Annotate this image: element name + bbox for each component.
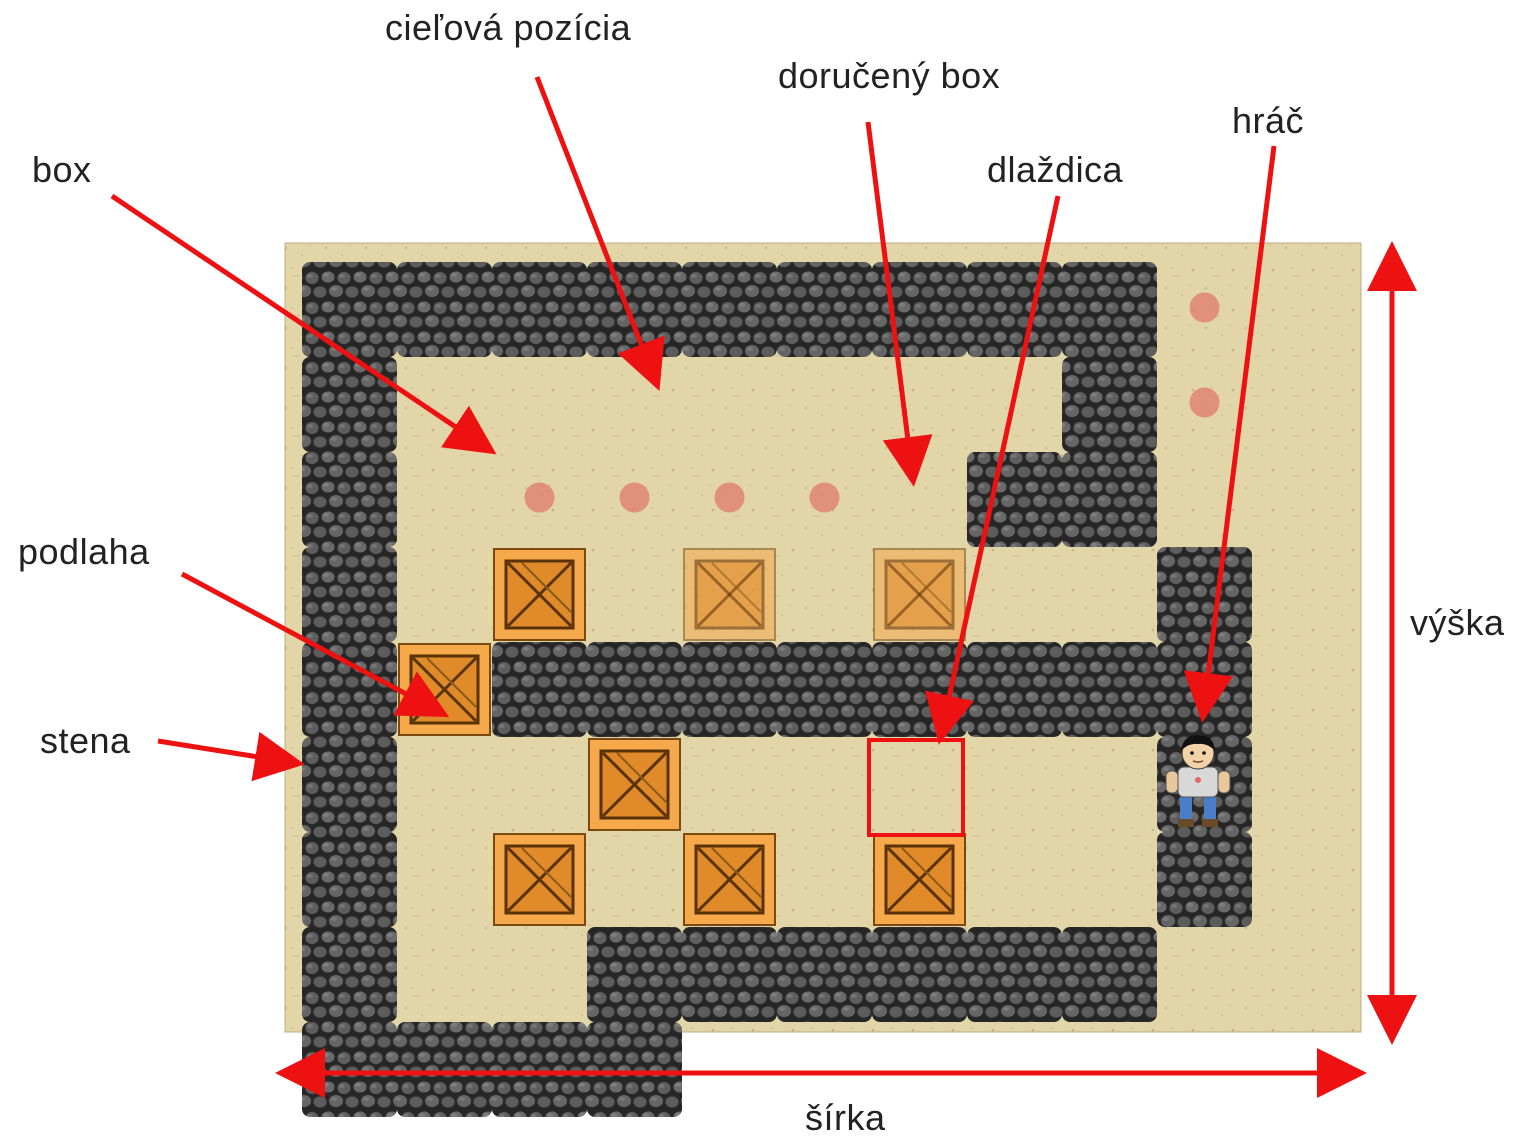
wall-tile [587, 927, 682, 1022]
label-wall: stena [40, 723, 131, 759]
wall-tile [302, 1022, 397, 1117]
target-dot [715, 483, 745, 513]
wall-tile [302, 927, 397, 1022]
target-dot [1190, 293, 1220, 323]
label-box: box [32, 152, 92, 188]
wall-tile [302, 642, 397, 737]
wall-tile [682, 642, 777, 737]
wall-tile [777, 642, 872, 737]
box [494, 834, 585, 925]
wall-tile [302, 357, 397, 452]
wall-tile [397, 262, 492, 357]
label-height: výška [1410, 605, 1505, 641]
wall-tile [682, 927, 777, 1022]
target-dot [810, 483, 840, 513]
wall-tile [872, 927, 967, 1022]
wall-tile [1062, 927, 1157, 1022]
wall-tile [302, 547, 397, 642]
wall-tile [302, 452, 397, 547]
wall-tile [492, 642, 587, 737]
wall-tile [1157, 832, 1252, 927]
wall-tile [1062, 642, 1157, 737]
label-floor: podlaha [18, 534, 150, 570]
wall-tile [587, 262, 682, 357]
label-width: šírka [805, 1100, 886, 1136]
wall-tile [492, 262, 587, 357]
label-tile: dlaždica [987, 152, 1123, 188]
wall-tile [302, 262, 397, 357]
target-dot [1190, 388, 1220, 418]
wall-tile [1062, 452, 1157, 547]
wall-tile [682, 262, 777, 357]
box [684, 834, 775, 925]
label-target: cieľová pozícia [385, 10, 631, 46]
wall-tile [587, 1022, 682, 1117]
wall-tile [302, 832, 397, 927]
wall-tile [967, 642, 1062, 737]
wall-tile [1062, 262, 1157, 357]
delivered-box [684, 549, 775, 640]
label-delivered-box: doručený box [778, 58, 1000, 94]
wall-tile [967, 262, 1062, 357]
wall-tile [777, 927, 872, 1022]
wall-tile [777, 262, 872, 357]
wall-tile [587, 642, 682, 737]
box [494, 549, 585, 640]
label-player: hráč [1232, 103, 1304, 139]
wall-tile [492, 1022, 587, 1117]
wall-tile [302, 737, 397, 832]
target-dot [620, 483, 650, 513]
wall-tile [1062, 357, 1157, 452]
wall-tile [967, 927, 1062, 1022]
wall-tile [397, 1022, 492, 1117]
wall-tile [1157, 547, 1252, 642]
box [399, 644, 490, 735]
box [589, 739, 680, 830]
arrow-wall [158, 741, 290, 762]
delivered-box [874, 549, 965, 640]
target-dot [525, 483, 555, 513]
box [874, 834, 965, 925]
wall-tile [967, 452, 1062, 547]
